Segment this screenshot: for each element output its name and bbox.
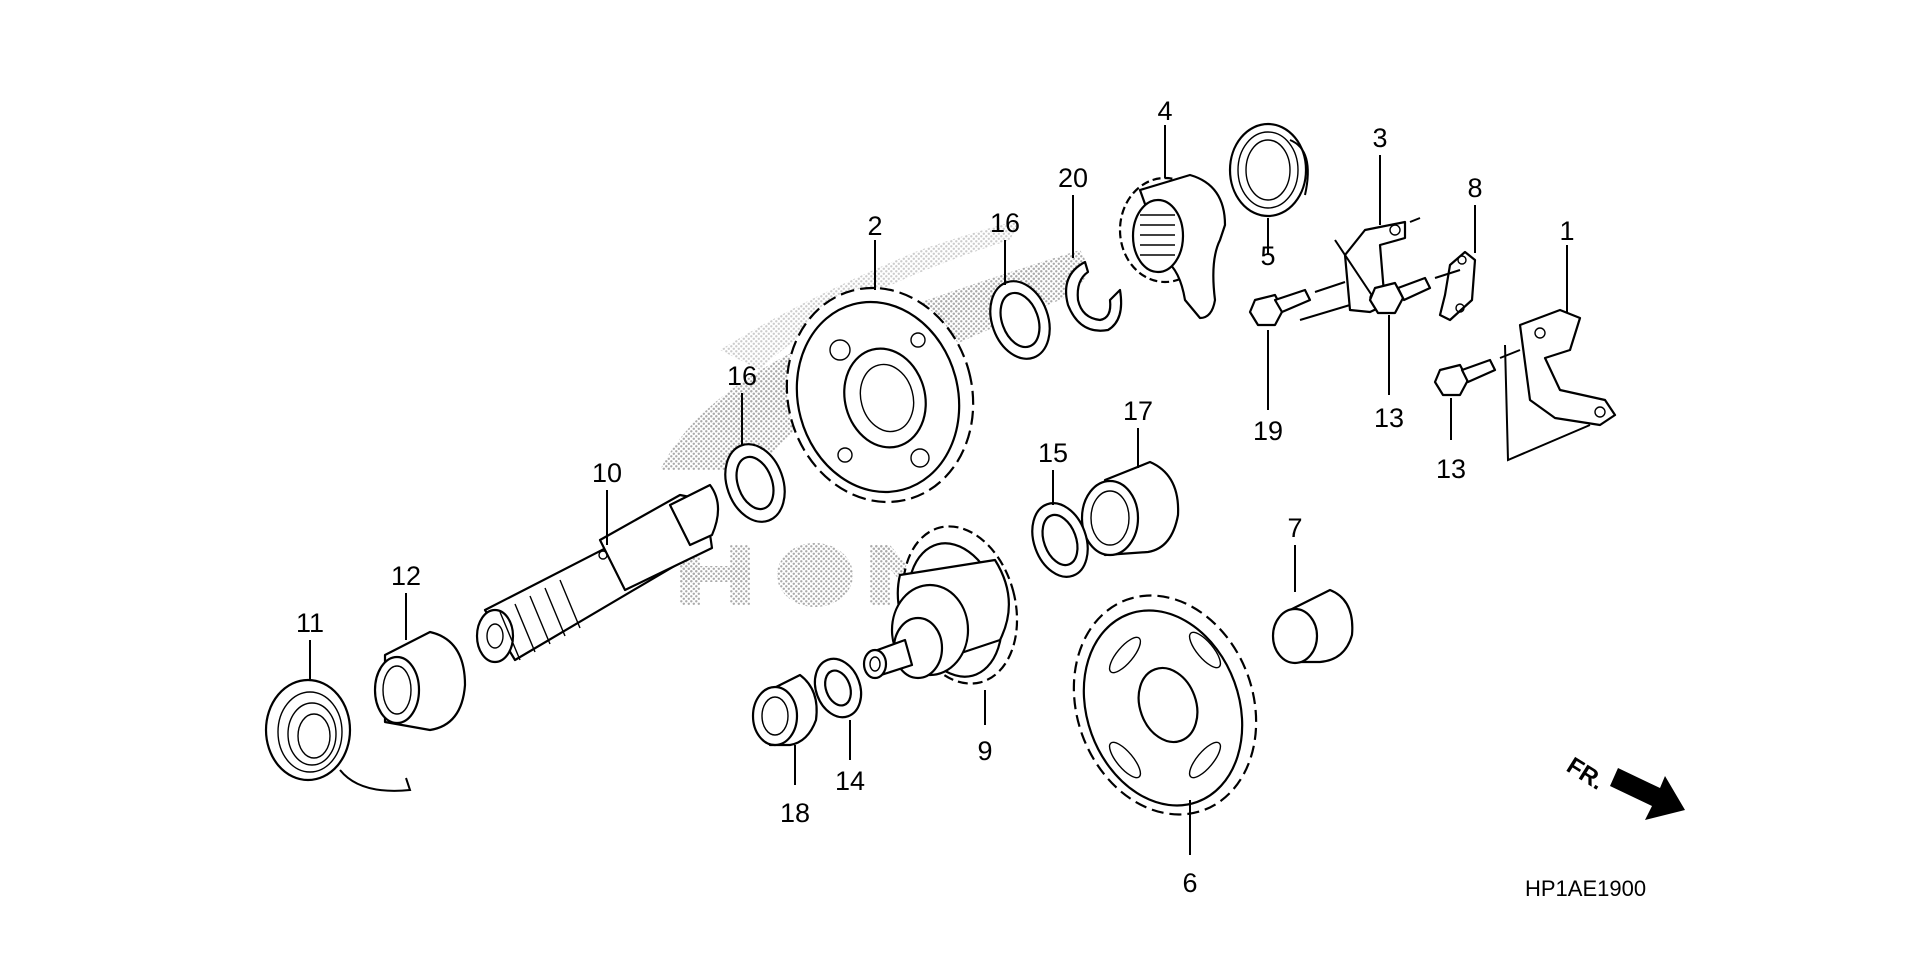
callout-17: 17: [1123, 396, 1153, 426]
callout-2: 2: [867, 211, 882, 241]
callout-16-left: 16: [727, 361, 757, 391]
callout-13-lower: 13: [1436, 454, 1466, 484]
callout-9: 9: [977, 736, 992, 766]
front-arrow-icon: [1610, 768, 1685, 820]
diagram-code: HP1AE1900: [1525, 876, 1646, 901]
part-6-gear: [1072, 594, 1258, 816]
part-17-bearing: [1080, 460, 1180, 557]
part-10-shaft: [475, 483, 720, 664]
part-18-bearing: [751, 673, 818, 747]
part-12-collar: [373, 630, 467, 732]
callout-18: 18: [780, 798, 810, 828]
callout-4: 4: [1157, 96, 1172, 126]
front-direction-indicator: FR.: [1562, 752, 1685, 820]
callout-8: 8: [1467, 173, 1482, 203]
callout-10: 10: [592, 458, 622, 488]
part-4-ratchet: [1118, 173, 1227, 320]
callout-11: 11: [296, 608, 324, 638]
callout-20: 20: [1058, 163, 1088, 193]
part-15-washer: [1031, 502, 1089, 578]
part-20-circlip: [1064, 260, 1123, 332]
callout-15: 15: [1038, 438, 1068, 468]
part-7-collar: [1271, 588, 1354, 665]
callout-1: 1: [1559, 216, 1574, 246]
callout-5: 5: [1260, 241, 1275, 271]
callout-3: 3: [1372, 123, 1387, 153]
part-3-bracket: [1299, 217, 1421, 321]
part-1-bracket: [1504, 308, 1617, 462]
callout-19: 19: [1253, 416, 1283, 446]
callout-12: 12: [391, 561, 421, 591]
part-19-bolt: [1248, 281, 1346, 327]
part-2-kick-gear: [785, 286, 975, 504]
part-13-bolt-lower: [1433, 349, 1521, 397]
part-16-washer-left: [724, 443, 786, 523]
callout-14: 14: [835, 766, 865, 796]
callout-labels: 1 2 3 4 5 6 7 8 9 10 11 12 13 13 14 15 1…: [296, 96, 1575, 898]
callout-16-upper: 16: [990, 208, 1020, 238]
part-14-washer: [813, 657, 863, 719]
leader-lines: [309, 125, 1568, 855]
part-5-spring: [1228, 122, 1309, 218]
part-16-washer-upper: [989, 280, 1051, 360]
callout-13-upper: 13: [1374, 403, 1404, 433]
part-9-idle-gear: [862, 525, 1019, 685]
callout-6: 6: [1182, 868, 1197, 898]
part-13-bolt-upper: [1368, 269, 1461, 315]
part-8-plate: [1438, 250, 1477, 322]
part-11-spring: [264, 678, 412, 792]
callout-7: 7: [1287, 513, 1302, 543]
front-label: FR.: [1562, 752, 1609, 795]
